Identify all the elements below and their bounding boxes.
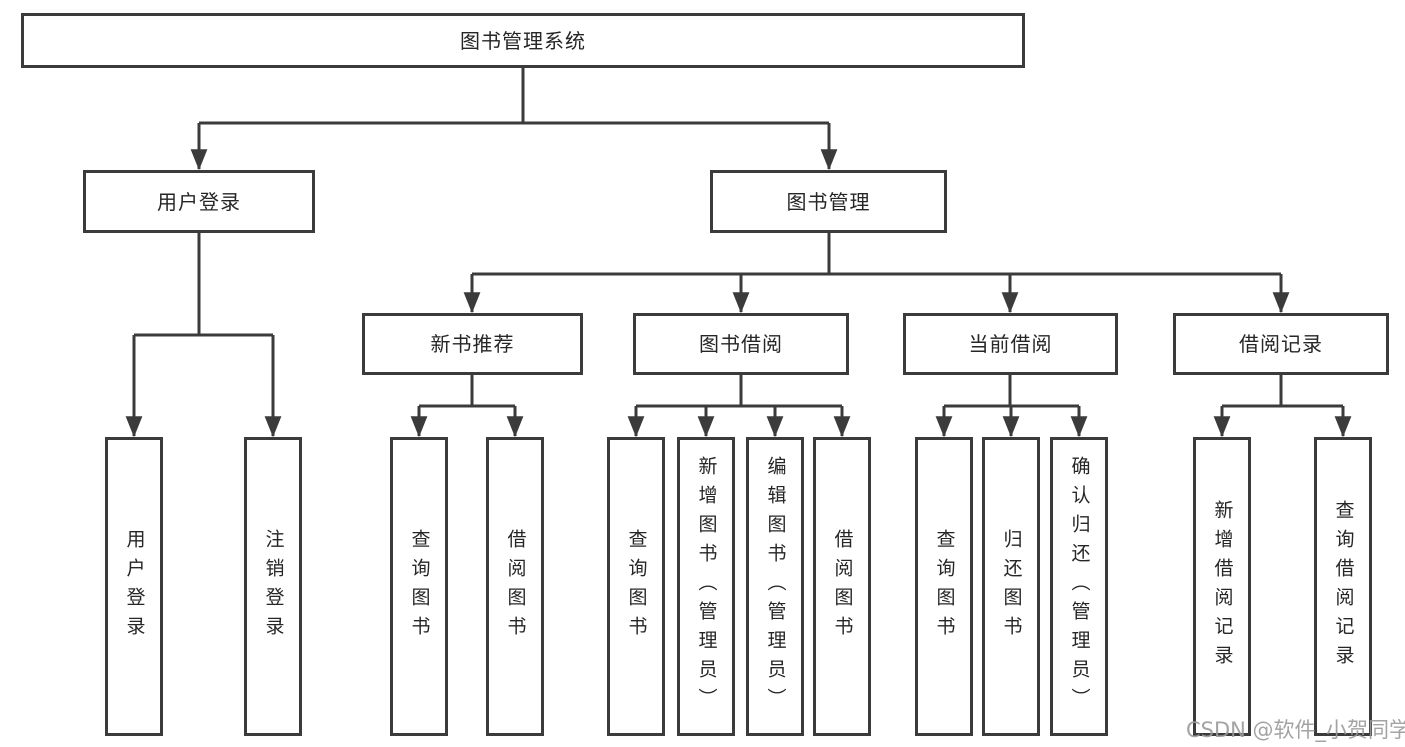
leaf-query-book-1-label: 查询图书 <box>408 528 431 645</box>
leaf-user-login: 用户登录 <box>105 437 163 736</box>
leaf-add-borrow-record-label: 新增借阅记录 <box>1211 499 1234 674</box>
node-book-borrow-label: 图书借阅 <box>699 332 783 356</box>
leaf-borrow-book-2-label: 借阅图书 <box>831 528 854 645</box>
node-current-borrow: 当前借阅 <box>903 313 1118 375</box>
leaf-confirm-return-admin-label: 确认归还（管理员） <box>1068 456 1091 717</box>
leaf-query-book-1: 查询图书 <box>390 437 448 736</box>
leaf-edit-book-admin: 编辑图书（管理员） <box>746 437 804 736</box>
leaf-borrow-book-1: 借阅图书 <box>486 437 544 736</box>
leaf-user-login-label: 用户登录 <box>123 528 146 645</box>
leaf-return-book: 归还图书 <box>982 437 1040 736</box>
leaf-logout: 注销登录 <box>244 437 302 736</box>
node-new-book-rec: 新书推荐 <box>362 313 583 375</box>
leaf-query-book-2: 查询图书 <box>607 437 665 736</box>
leaf-query-book-3-label: 查询图书 <box>933 528 956 645</box>
node-borrow-record-label: 借阅记录 <box>1239 332 1323 356</box>
node-book-borrow: 图书借阅 <box>633 313 849 375</box>
node-user-login-label: 用户登录 <box>157 189 241 214</box>
leaf-add-borrow-record: 新增借阅记录 <box>1193 437 1251 736</box>
node-current-borrow-label: 当前借阅 <box>968 332 1053 356</box>
node-borrow-record: 借阅记录 <box>1173 313 1389 375</box>
leaf-edit-book-admin-label: 编辑图书（管理员） <box>764 456 787 717</box>
leaf-query-borrow-record: 查询借阅记录 <box>1314 437 1372 736</box>
leaf-logout-label: 注销登录 <box>262 528 285 645</box>
node-root-label: 图书管理系统 <box>460 28 586 53</box>
node-new-book-rec-label: 新书推荐 <box>430 332 515 356</box>
leaf-add-book-admin-label: 新增图书（管理员） <box>695 456 718 717</box>
leaf-add-book-admin: 新增图书（管理员） <box>677 437 735 736</box>
node-book-mgmt: 图书管理 <box>710 170 947 233</box>
watermark: CSDN @软件_小贺同学 <box>1186 718 1405 742</box>
leaf-confirm-return-admin: 确认归还（管理员） <box>1050 437 1108 736</box>
node-root: 图书管理系统 <box>21 13 1025 68</box>
leaf-borrow-book-1-label: 借阅图书 <box>504 528 527 645</box>
leaf-return-book-label: 归还图书 <box>1000 528 1023 645</box>
node-book-mgmt-label: 图书管理 <box>786 189 871 214</box>
connector-backbones <box>134 68 1343 408</box>
leaf-query-borrow-record-label: 查询借阅记录 <box>1332 499 1355 674</box>
leaf-query-book-3: 查询图书 <box>915 437 973 736</box>
leaf-borrow-book-2: 借阅图书 <box>813 437 871 736</box>
node-user-login: 用户登录 <box>83 170 315 233</box>
leaf-query-book-2-label: 查询图书 <box>625 528 648 645</box>
